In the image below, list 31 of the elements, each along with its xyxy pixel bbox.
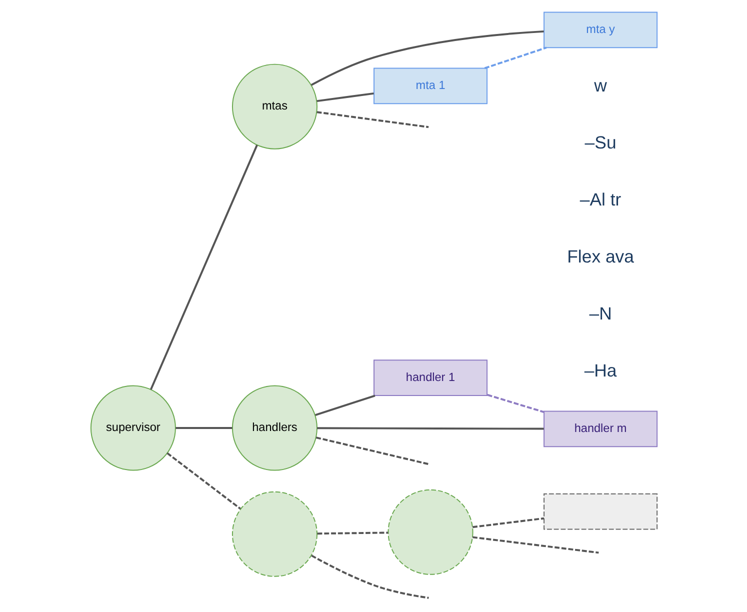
label: –Su [584,132,616,152]
label: w [594,75,606,96]
connector [310,30,544,86]
node-circle [231,491,317,577]
node-circle: mtas [231,64,317,150]
node-circle [387,489,473,575]
label: –Ha [584,360,616,380]
connector [314,394,375,416]
connector [310,554,428,599]
node-box: mta 1 [373,68,488,104]
connector [472,536,598,554]
connector [486,394,544,413]
label: Flex ava [566,246,634,266]
node-box: handler 1 [373,360,488,396]
connector [316,92,374,102]
node-box: mta y [543,12,658,48]
connector [166,452,241,510]
label: –N [588,303,612,324]
connector [484,46,546,70]
connector [316,532,388,535]
connector [149,144,258,390]
connector [316,111,428,128]
node-box: handler m [543,410,658,448]
node-box [543,493,658,530]
connector [472,517,544,528]
connector [316,427,544,430]
label: –Al tr [579,189,621,210]
node-circle: supervisor [90,385,176,471]
connector [175,427,232,429]
connector [315,436,428,466]
node-circle: handlers [231,385,317,471]
